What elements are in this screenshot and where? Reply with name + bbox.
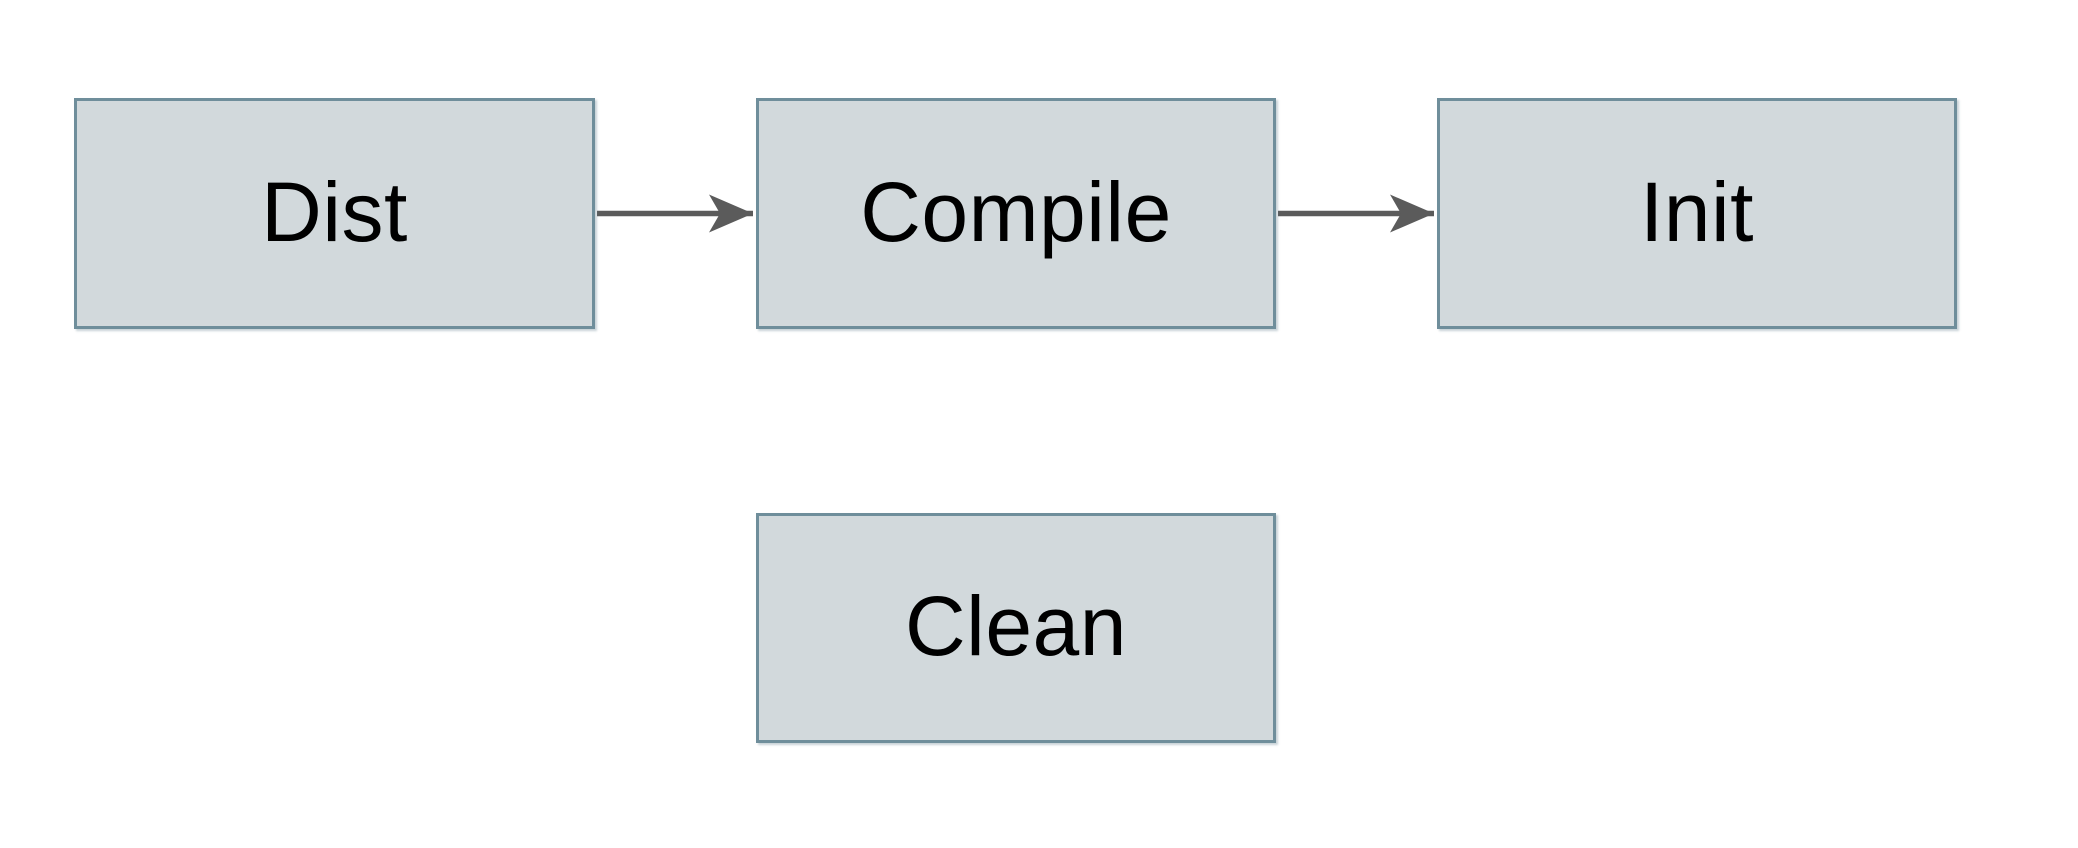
node-compile: Compile bbox=[756, 98, 1276, 329]
node-init: Init bbox=[1437, 98, 1957, 329]
node-dist: Dist bbox=[74, 98, 595, 329]
node-dist-label: Dist bbox=[261, 164, 408, 259]
node-clean-label: Clean bbox=[905, 579, 1127, 673]
node-compile-label: Compile bbox=[860, 164, 1172, 259]
node-clean: Clean bbox=[756, 513, 1276, 743]
node-init-label: Init bbox=[1639, 164, 1755, 259]
